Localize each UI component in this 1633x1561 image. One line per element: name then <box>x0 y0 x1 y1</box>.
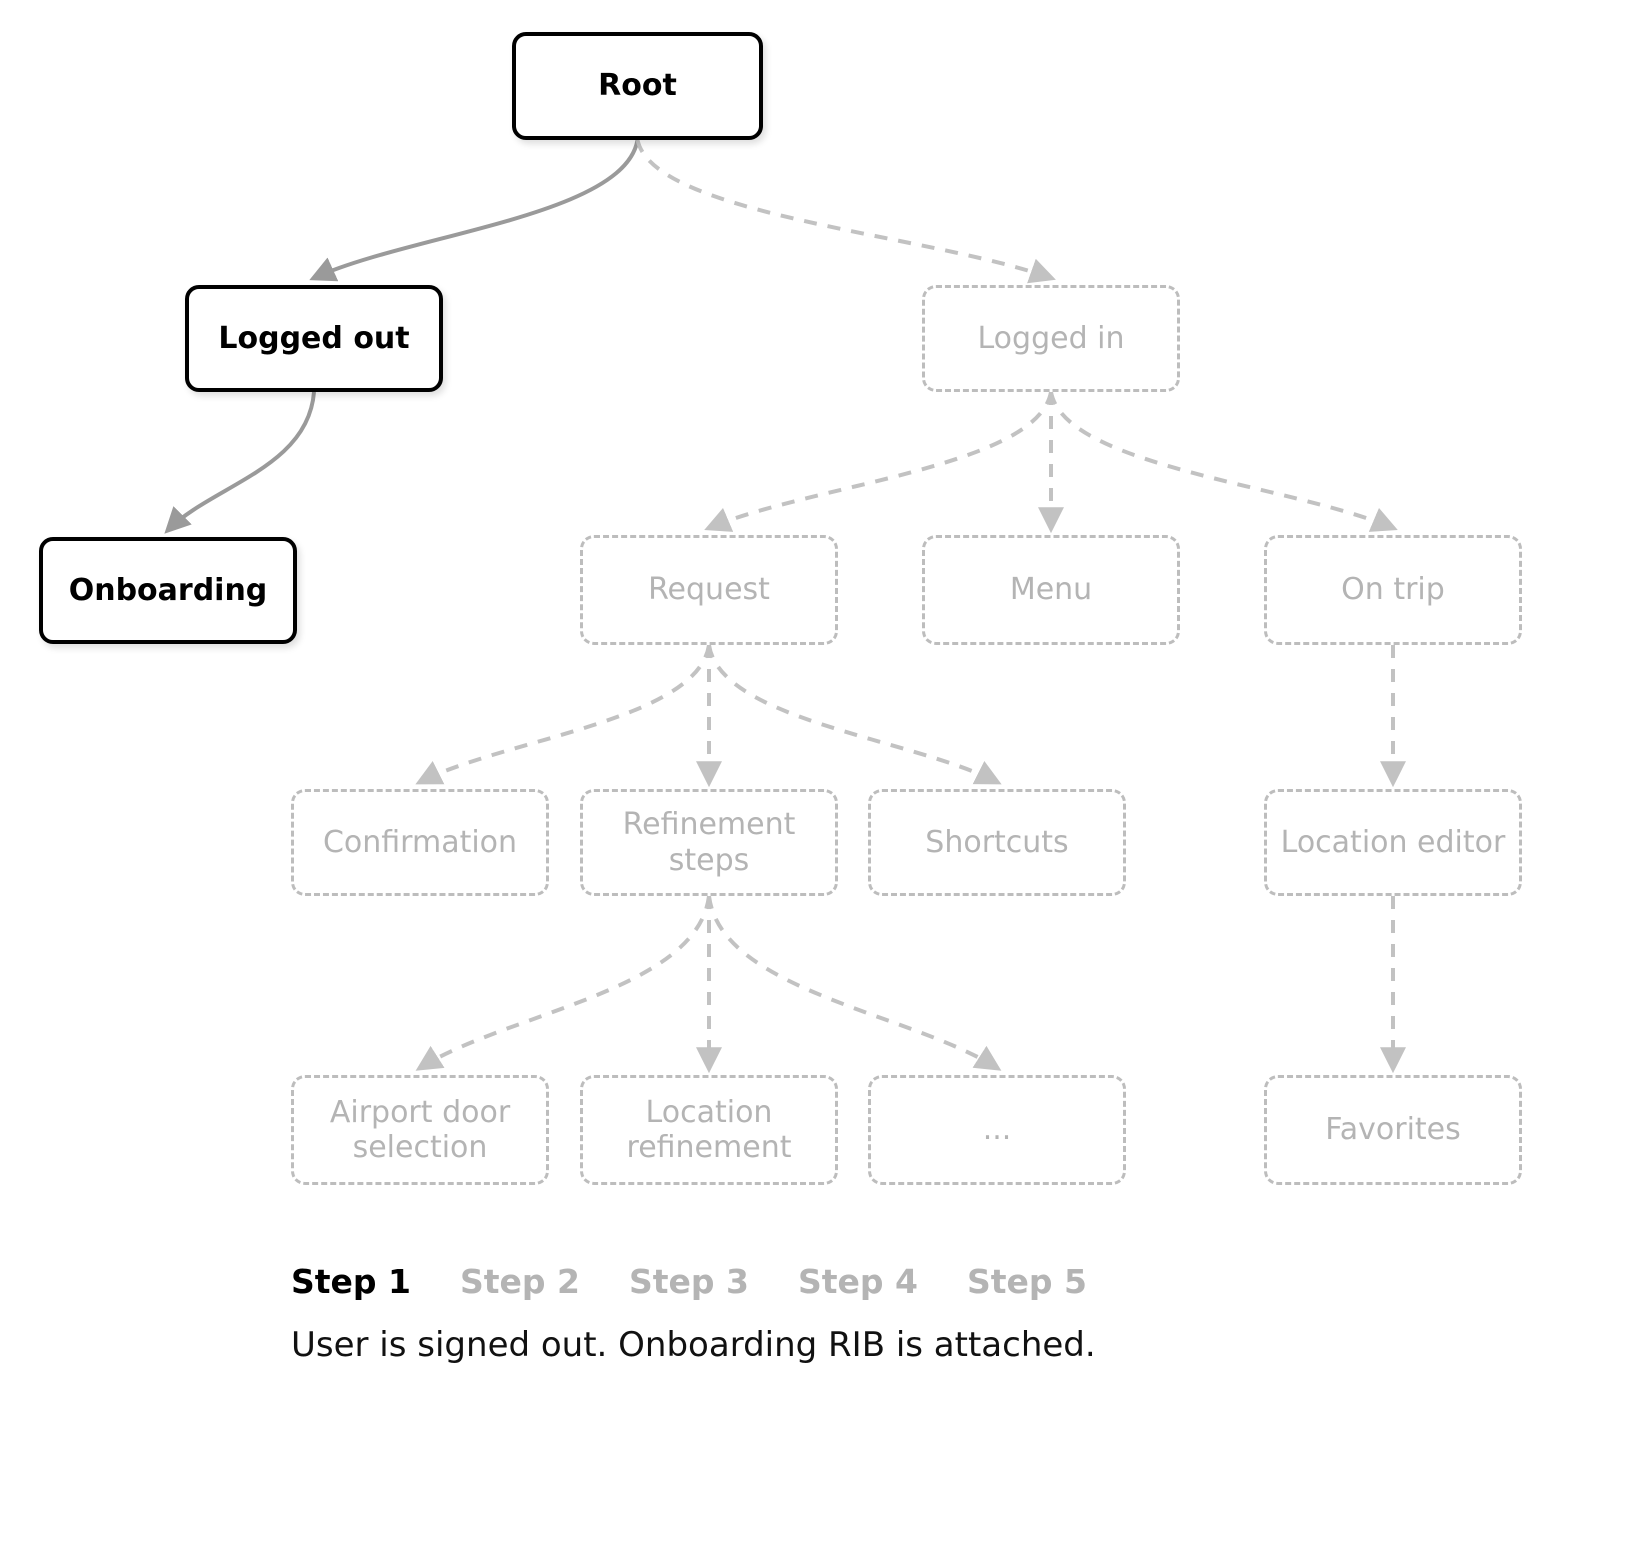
edge-logged-out-to-onboarding <box>164 391 316 534</box>
node-label: Location refinement <box>626 1094 792 1165</box>
node-label: Request <box>648 572 770 608</box>
node-logged-out[interactable]: Logged out <box>185 285 443 392</box>
node-location-editor[interactable]: Location editor <box>1264 789 1522 896</box>
edge-root-to-logged-in <box>635 139 1056 284</box>
step-label-5[interactable]: Step 5 <box>967 1262 1087 1301</box>
edge-request-to-confirmation <box>415 644 711 785</box>
node-root[interactable]: Root <box>512 32 763 140</box>
step-label-2[interactable]: Step 2 <box>460 1262 580 1301</box>
node-label: Favorites <box>1325 1112 1461 1148</box>
node-logged-in[interactable]: Logged in <box>922 285 1180 392</box>
node-label: Logged in <box>977 320 1125 356</box>
node-label: Logged out <box>218 320 410 356</box>
edge-request-to-shortcuts <box>707 644 1002 785</box>
edge-refinement-steps-to-airport-door <box>415 895 711 1071</box>
node-refinement-steps[interactable]: Refinement steps <box>580 789 838 896</box>
node-label: Root <box>598 68 677 104</box>
edge-logged-in-to-on-trip <box>1049 391 1398 532</box>
node-label: Menu <box>1009 572 1093 608</box>
edge-logged-in-to-request <box>704 391 1053 532</box>
node-menu[interactable]: Menu <box>922 535 1180 645</box>
step-label-1[interactable]: Step 1 <box>291 1262 411 1301</box>
step-label-4[interactable]: Step 4 <box>798 1262 918 1301</box>
step-indicator: Step 1 Step 2 Step 3 Step 4 Step 5 <box>291 1262 1087 1301</box>
node-on-trip[interactable]: On trip <box>1264 535 1522 645</box>
node-label: Onboarding <box>68 572 268 608</box>
node-favorites[interactable]: Favorites <box>1264 1075 1522 1185</box>
node-shortcuts[interactable]: Shortcuts <box>868 789 1126 896</box>
node-onboarding[interactable]: Onboarding <box>39 537 297 644</box>
step-label-3[interactable]: Step 3 <box>629 1262 749 1301</box>
node-label: ... <box>982 1112 1012 1148</box>
node-ellipsis[interactable]: ... <box>868 1075 1126 1185</box>
node-location-refinement[interactable]: Location refinement <box>580 1075 838 1185</box>
edge-refinement-steps-to-ellipsis <box>707 895 1002 1071</box>
edge-root-to-logged-out <box>309 139 640 282</box>
node-label: Location editor <box>1280 824 1506 860</box>
node-label: On trip <box>1341 572 1445 608</box>
node-request[interactable]: Request <box>580 535 838 645</box>
node-label: Refinement steps <box>622 807 796 878</box>
node-label: Confirmation <box>322 824 518 860</box>
node-airport-door[interactable]: Airport door selection <box>291 1075 549 1185</box>
node-label: Airport door selection <box>329 1094 511 1165</box>
caption-text: User is signed out. Onboarding RIB is at… <box>291 1325 1096 1365</box>
node-confirmation[interactable]: Confirmation <box>291 789 549 896</box>
node-label: Shortcuts <box>925 824 1069 860</box>
